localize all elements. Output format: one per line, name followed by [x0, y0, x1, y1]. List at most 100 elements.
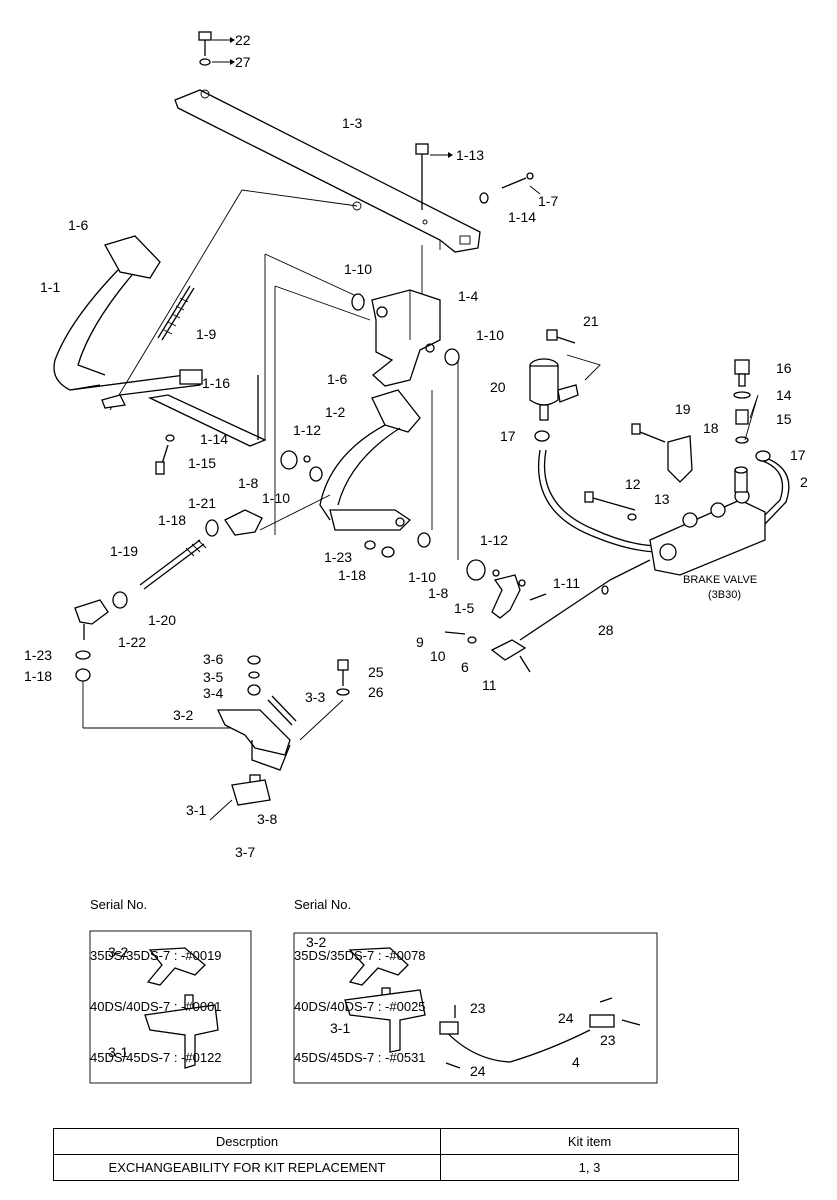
callout-label: 9 — [416, 634, 424, 650]
callout-label: 1-21 — [188, 495, 216, 511]
kit-table-header-row: Descrption Kit item — [53, 1128, 739, 1155]
inset-left-box — [89, 930, 252, 1084]
bolt-1-15 — [155, 434, 175, 475]
pedal-1-2 — [319, 389, 421, 531]
bushing-1-10c — [309, 466, 323, 482]
callout-label: 1-10 — [262, 490, 290, 506]
inset-right-lever — [344, 947, 641, 1069]
lever-1-5 — [466, 559, 547, 619]
callout-label: 1-3 — [342, 115, 362, 131]
pin-1-7 — [501, 172, 541, 195]
lever-group-3 — [209, 655, 350, 821]
kit-table-header-description: Descrption — [53, 1128, 441, 1155]
callout-label: 1-8 — [428, 585, 448, 601]
callout-label: 16 — [776, 360, 792, 376]
callout-label: 1-12 — [480, 532, 508, 548]
shaft-1-16 — [147, 375, 267, 447]
inset-left-serial-title: Serial No. — [90, 897, 148, 912]
inset-right-serial-block: Serial No. 35DS/35DS-7 : -#0078 40DS/40D… — [294, 862, 426, 1083]
callout-label: 27 — [235, 54, 251, 70]
callout-label: 1-4 — [458, 288, 478, 304]
callout-label: 1-13 — [456, 147, 484, 163]
callout-label: 24 — [558, 1010, 574, 1026]
bushing-1-10b — [444, 348, 460, 366]
rod-assembly-1-19 — [74, 509, 395, 682]
bracket-18 — [631, 423, 693, 483]
callout-label: 26 — [368, 684, 384, 700]
inset-right-box — [293, 932, 658, 1084]
cable-assembly — [444, 559, 651, 673]
callout-label: 1-15 — [188, 455, 216, 471]
callout-label: 3-2 — [108, 944, 128, 960]
callout-label: 28 — [598, 622, 614, 638]
inset-left-serial-line: 45DS/45DS-7 : -#0122 — [90, 1050, 222, 1065]
callout-label: 24 — [470, 1063, 486, 1079]
inset-right-serial-title: Serial No. — [294, 897, 352, 912]
bolt-12-washer-13 — [584, 491, 637, 521]
spring-1-9 — [157, 285, 195, 341]
callout-label: 1-5 — [454, 600, 474, 616]
bushing-1-10d — [417, 532, 431, 548]
bracket-plate-1-3 — [174, 89, 481, 253]
callout-label: 1-16 — [202, 375, 230, 391]
callout-label: 17 — [790, 447, 806, 463]
callout-label: 3-1 — [108, 1044, 128, 1060]
bracket-1-4 — [371, 289, 441, 387]
bolt-21 — [546, 329, 576, 344]
reservoir-20 — [529, 354, 601, 421]
pedal-1-1 — [53, 235, 203, 409]
inset-left-serial-line: 40DS/40DS-7 : -#0001 — [90, 999, 222, 1014]
callout-label: 1-14 — [508, 209, 536, 225]
washer-1-14 — [479, 192, 489, 204]
table-row: EXCHANGEABILITY FOR KIT REPLACEMENT 1, 3 — [53, 1154, 739, 1181]
callout-label: 20 — [490, 379, 506, 395]
callout-label: 3-6 — [203, 651, 223, 667]
callout-label: 10 — [430, 648, 446, 664]
callout-label: 13 — [654, 491, 670, 507]
callout-label: 1-8 — [238, 475, 258, 491]
callout-label: 3-4 — [203, 685, 223, 701]
bolt-1-13 — [415, 143, 453, 210]
callout-label: 1-10 — [408, 569, 436, 585]
bolt-16-group — [733, 359, 759, 444]
callout-labels: 22 27 1-3 1-13 1-7 1-14 1-6 1-1 1-9 1-10… — [24, 32, 808, 1079]
callout-label: 1-19 — [110, 543, 138, 559]
callout-label: 3-7 — [235, 844, 255, 860]
kit-table-header-kit-item: Kit item — [440, 1128, 739, 1155]
callout-label: 6 — [461, 659, 469, 675]
inset-right-serial-line: 45DS/45DS-7 : -#0531 — [294, 1050, 426, 1065]
callout-label: 1-2 — [325, 404, 345, 420]
callout-label: 15 — [776, 411, 792, 427]
callout-label: 3-5 — [203, 669, 223, 685]
inset-left-lever — [144, 947, 219, 1069]
inset-right-serial-line: 35DS/35DS-7 : -#0078 — [294, 948, 426, 963]
callout-label: 1-14 — [200, 431, 228, 447]
callout-label: 23 — [470, 1000, 486, 1016]
callout-label: 1-11 — [553, 575, 580, 591]
brake-valve-label: BRAKE VALVE — [683, 574, 757, 586]
callout-label: 1-20 — [148, 612, 176, 628]
callout-label: 11 — [482, 677, 497, 693]
bolt-22 — [198, 31, 235, 66]
callout-label: 1-6 — [68, 217, 88, 233]
inset-left-serial-block: Serial No. 35DS/35DS-7 : -#0019 40DS/40D… — [90, 862, 222, 1083]
callout-label: 1-9 — [196, 326, 216, 342]
callout-label: 1-23 — [24, 647, 52, 663]
callout-label: 14 — [776, 387, 792, 403]
callout-label: 18 — [703, 420, 719, 436]
callout-label: 3-1 — [186, 802, 206, 818]
callout-label: 1-12 — [293, 422, 321, 438]
callout-label: 1-10 — [344, 261, 372, 277]
bushing-1-10a — [351, 293, 365, 311]
brake-valve-body — [649, 466, 766, 576]
callout-label: 3-8 — [257, 811, 277, 827]
brake-valve-code: (3B30) — [708, 589, 741, 601]
callout-label: 3-2 — [306, 934, 326, 950]
kit-table-cell-kit-item: 1, 3 — [440, 1154, 739, 1181]
callout-label: 1-23 — [324, 549, 352, 565]
callout-label: 3-3 — [305, 689, 325, 705]
callout-label: 2 — [800, 474, 808, 490]
callout-label: 1-1 — [40, 279, 60, 295]
callout-label: 1-6 — [327, 371, 347, 387]
